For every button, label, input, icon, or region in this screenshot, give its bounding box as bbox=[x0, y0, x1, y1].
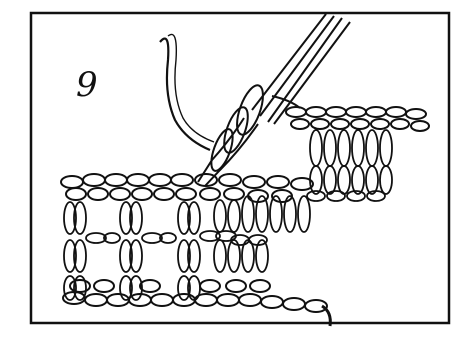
yarn-tail bbox=[160, 39, 210, 150]
step-number-label: 9 bbox=[76, 68, 98, 102]
foundation-chain bbox=[63, 280, 327, 312]
left-mesh-posts bbox=[64, 202, 200, 300]
upper-chain-row bbox=[286, 107, 429, 131]
border bbox=[31, 13, 449, 323]
middle-chain-row bbox=[61, 174, 313, 202]
mesh-middle-chain bbox=[86, 231, 236, 243]
crochet-hook-icon bbox=[198, 14, 350, 186]
upper-stitch-block bbox=[307, 130, 392, 201]
solid-stitch-block bbox=[214, 196, 310, 272]
